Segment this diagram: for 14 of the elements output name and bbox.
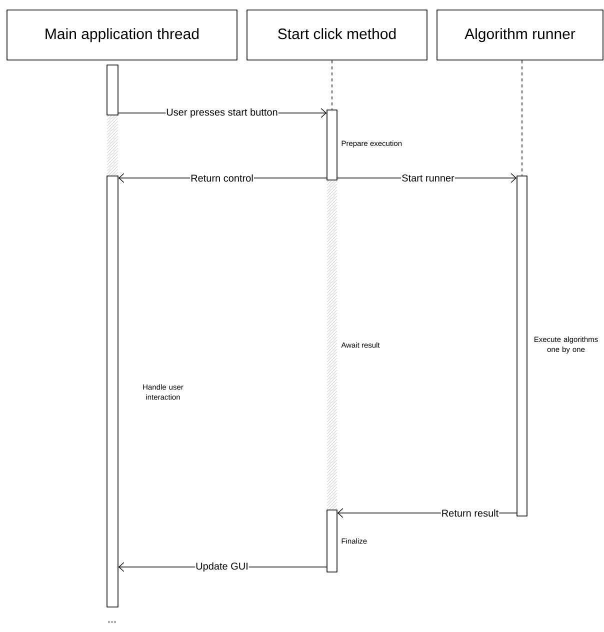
edge-label: User presses start button	[166, 108, 278, 118]
edge-label: Return control	[191, 174, 253, 182]
edge-label: Start runner	[402, 174, 454, 182]
activation-bar	[326, 110, 338, 180]
lifeline-header: Main application thread	[6, 10, 238, 60]
activation-bar	[516, 176, 528, 516]
activation-bar	[106, 176, 118, 608]
edge-label: Update GUI	[196, 562, 248, 572]
activation-bar	[326, 510, 338, 572]
edge-label: Return result	[442, 509, 499, 517]
note-label: ...	[108, 621, 116, 623]
activation-bar	[106, 64, 118, 116]
lifeline-header: Algorithm runner	[436, 10, 604, 60]
lifeline-header: Start click method	[246, 10, 428, 60]
